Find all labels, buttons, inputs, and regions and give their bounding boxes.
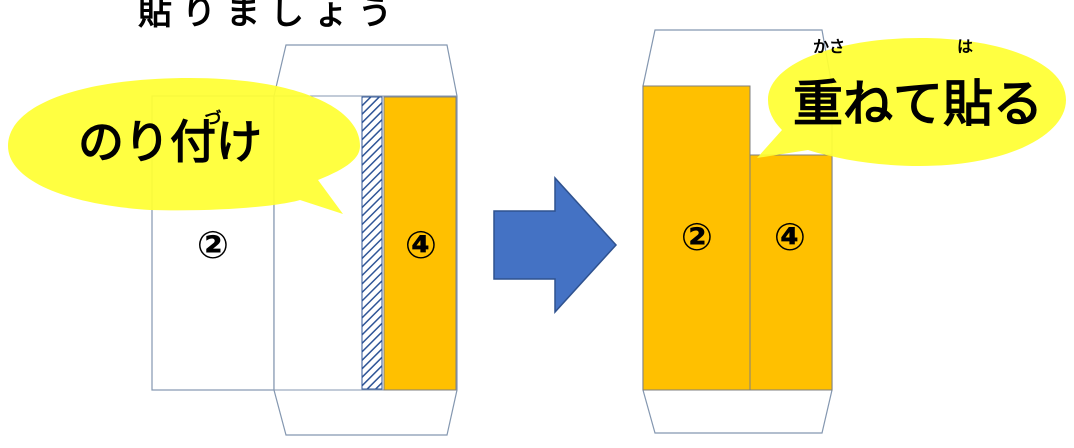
- left-bubble-text: のり付け: [78, 115, 262, 169]
- left-bubble-ruby: づ: [205, 109, 222, 129]
- right-bubble-text: 重ねて貼る: [793, 75, 1043, 133]
- left-panel-4-label: ④: [405, 223, 437, 267]
- right-bubble-ruby-ha: は: [957, 37, 973, 56]
- left-panel-4: [383, 96, 457, 391]
- right-panel-2: [642, 85, 751, 391]
- left-panel-2-label: ②: [197, 223, 229, 267]
- right-speech-bubble: [757, 38, 1066, 166]
- right-panel-4: [749, 154, 833, 391]
- page-title: 貼りましょう: [138, 0, 402, 33]
- right-bubble-ruby-kasa: かさ: [813, 37, 845, 56]
- left-speech-bubble: [8, 78, 360, 214]
- right-panel-4-label: ④: [774, 215, 806, 259]
- right-panel-2-label: ②: [681, 215, 713, 259]
- glue-strip: [361, 96, 383, 390]
- right-arrow-icon: [493, 176, 618, 314]
